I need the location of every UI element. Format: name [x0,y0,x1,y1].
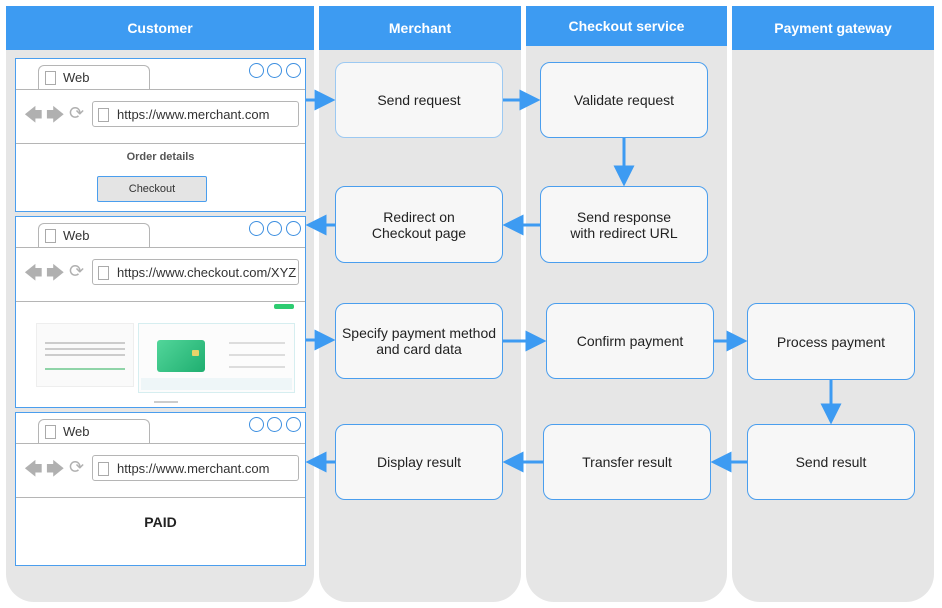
window-control-icon[interactable] [267,63,282,78]
back-arrow-icon[interactable]: 🡄 [24,263,43,283]
tab-label: Web [63,228,90,243]
step-send-response: Send response with redirect URL [540,186,708,263]
forward-arrow-icon[interactable]: 🡆 [46,105,65,125]
lane-header-customer: Customer [6,6,314,50]
step-send-request: Send request [335,62,503,138]
browser-checkout-page: Web 🡄 🡆 ⟳ https://www.checkout.com/XYZ [15,216,306,408]
address-url: https://www.merchant.com [117,107,270,122]
thumbnail-order-line [45,342,125,344]
lane-header-merchant: Merchant [319,6,521,50]
order-details-heading: Order details [126,151,195,163]
thumbnail-order-line [45,354,125,356]
address-bar[interactable]: https://www.merchant.com [92,455,299,481]
window-control-icon[interactable] [249,417,264,432]
browser-merchant-result: Web 🡄 🡆 ⟳ https://www.merchant.com PAID [15,412,306,566]
reload-icon[interactable]: ⟳ [69,103,85,123]
thumbnail-order-panel [36,323,134,387]
page-icon [98,266,109,280]
window-control-icon[interactable] [249,221,264,236]
browser-tab[interactable]: Web [38,65,150,90]
thumbnail-card-panel [138,323,295,393]
window-control-icon[interactable] [249,63,264,78]
forward-arrow-icon[interactable]: 🡆 [46,459,65,479]
reload-icon[interactable]: ⟳ [69,457,85,477]
tab-divider [16,247,305,248]
page-icon [45,229,56,243]
address-bar[interactable]: https://www.checkout.com/XYZ [92,259,299,285]
step-validate-request: Validate request [540,62,708,138]
toolbar-divider [16,497,305,498]
step-process-payment: Process payment [747,303,915,380]
browser-merchant-order: Web 🡄 🡆 ⟳ https://www.merchant.com Order… [15,58,306,212]
step-send-result: Send result [747,424,915,500]
card-chip-icon [192,350,199,356]
step-confirm-payment: Confirm payment [546,303,714,379]
window-control-icon[interactable] [286,63,301,78]
lane-header-gateway: Payment gateway [732,6,934,50]
thumbnail-total-line [45,368,125,370]
checkout-page-thumbnail [24,303,300,407]
page-icon [98,462,109,476]
paid-status: PAID [144,514,177,530]
thumbnail-order-line [45,348,125,350]
thumbnail-field-line [229,342,285,344]
page-icon [98,108,109,122]
step-display-result: Display result [335,424,503,500]
tab-label: Web [63,70,90,85]
thumbnail-footer [154,401,178,403]
window-control-icon[interactable] [286,417,301,432]
address-bar[interactable]: https://www.merchant.com [92,101,299,127]
window-control-icon[interactable] [286,221,301,236]
back-arrow-icon[interactable]: 🡄 [24,105,43,125]
thumbnail-field-line [229,366,285,368]
page-icon [45,71,56,85]
window-control-icon[interactable] [267,221,282,236]
page-icon [45,425,56,439]
card-illustration [157,340,205,372]
window-control-icon[interactable] [267,417,282,432]
tab-divider [16,89,305,90]
address-url: https://www.merchant.com [117,461,270,476]
tab-label: Web [63,424,90,439]
toolbar-divider [16,143,305,144]
tab-divider [16,443,305,444]
forward-arrow-icon[interactable]: 🡆 [46,263,65,283]
thumbnail-logo [274,304,294,309]
reload-icon[interactable]: ⟳ [69,261,85,281]
step-redirect: Redirect on Checkout page [335,186,503,263]
step-specify-payment: Specify payment method and card data [335,303,503,379]
toolbar-divider [16,301,305,302]
browser-tab[interactable]: Web [38,419,150,444]
lane-header-checkout: Checkout service [526,6,727,46]
step-transfer-result: Transfer result [543,424,711,500]
thumbnail-pay-button [141,378,292,390]
thumbnail-field-line [229,354,285,356]
back-arrow-icon[interactable]: 🡄 [24,459,43,479]
checkout-button[interactable]: Checkout [97,176,207,202]
browser-tab[interactable]: Web [38,223,150,248]
address-url: https://www.checkout.com/XYZ [117,265,297,280]
